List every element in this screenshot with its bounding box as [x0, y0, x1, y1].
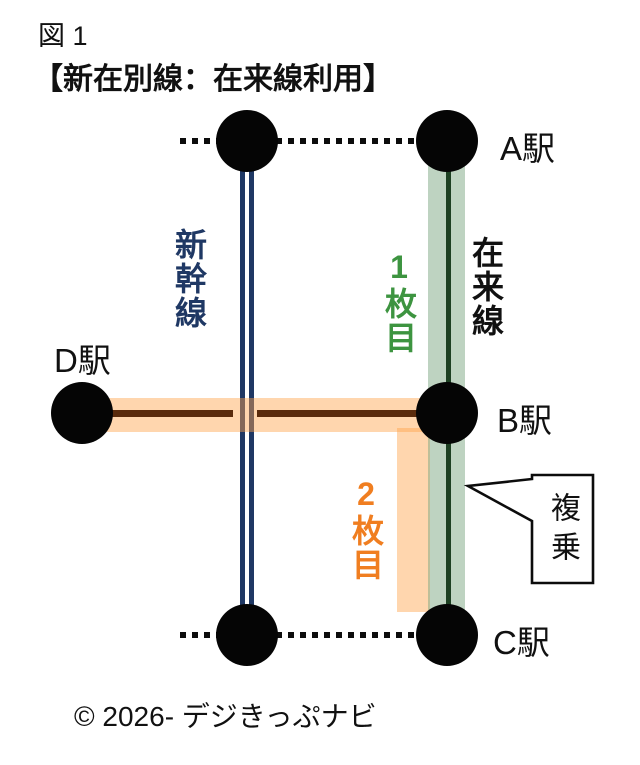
- callout-label: 複乗: [546, 492, 579, 570]
- station-label-c: C駅: [493, 624, 550, 661]
- figure-number: 図 1: [38, 21, 88, 51]
- ticket2-highlight-vertical: [397, 428, 430, 612]
- line-label-shinkansen: 新幹線: [171, 228, 207, 330]
- branch-track-line-right: [257, 410, 445, 417]
- ticket2-label: 2枚目: [348, 476, 384, 582]
- station-node-a: [416, 110, 478, 172]
- dotted-track-top: [180, 138, 450, 144]
- dotted-track-bottom: [180, 632, 450, 638]
- callout-balloon: [463, 473, 595, 585]
- line-label-zairaisen: 在来線: [468, 236, 504, 338]
- station-node-b: [416, 382, 478, 444]
- ticket1-label: 1枚目: [381, 249, 417, 355]
- station-label-b: B駅: [497, 402, 553, 439]
- copyright-text: © 2026- デジきっぷナビ: [74, 701, 377, 732]
- figure-title: 【新在別線：在来線利用】: [33, 63, 393, 96]
- station-node-shinkansen-bottom: [216, 604, 278, 666]
- shinkansen-track-line: [240, 141, 254, 635]
- station-label-a: A駅: [500, 130, 556, 167]
- station-node-c: [416, 604, 478, 666]
- station-label-d: D駅: [54, 342, 111, 379]
- branch-track-line-left: [110, 410, 233, 417]
- station-node-shinkansen-top: [216, 110, 278, 172]
- station-node-d: [51, 382, 113, 444]
